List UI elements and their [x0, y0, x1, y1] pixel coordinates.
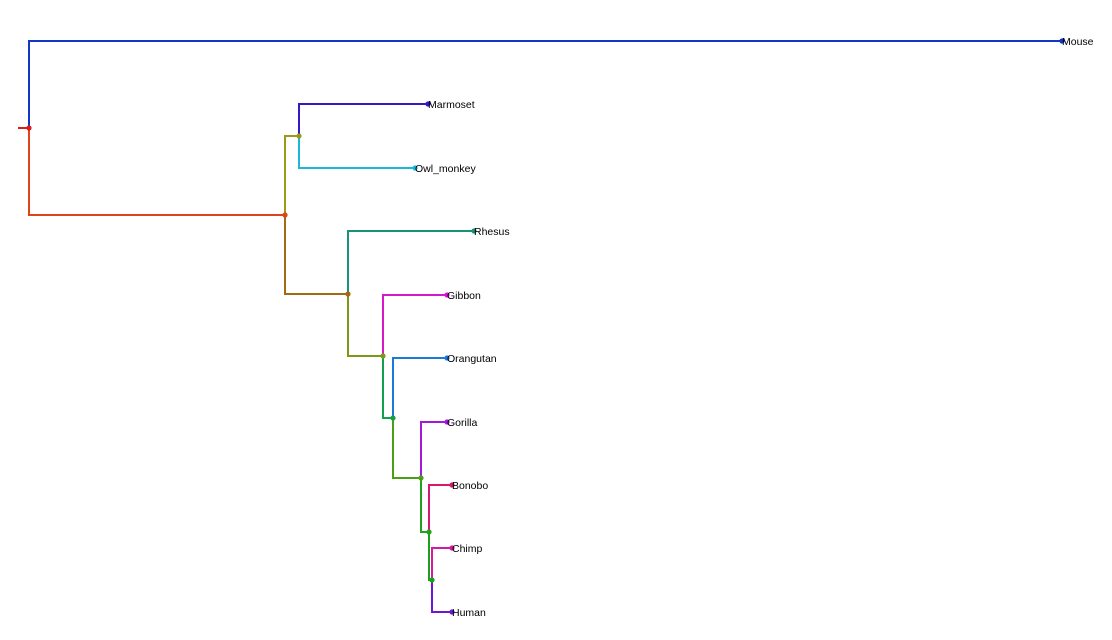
leaf-label-rhesus: Rhesus [474, 226, 510, 238]
leaf-node-owl-monkey[interactable] [412, 165, 418, 171]
leaf-node-gorilla[interactable] [444, 419, 450, 425]
branch-mouse [28, 40, 1063, 129]
branch-primates [28, 127, 286, 216]
leaf-label-chimp: Chimp [452, 543, 483, 555]
leaf-label-gibbon: Gibbon [447, 290, 481, 302]
leaf-label-owl-monkey: Owl_monkey [415, 163, 476, 175]
internal-node-root[interactable] [26, 125, 32, 131]
internal-node-platyrrhini[interactable] [296, 133, 302, 139]
leaf-label-gorilla: Gorilla [447, 417, 478, 429]
branch-platyrrhini [284, 135, 300, 216]
internal-node-hominini[interactable] [426, 529, 432, 535]
branch-gibbon [382, 294, 448, 357]
leaf-node-marmoset[interactable] [425, 101, 431, 107]
branch-gorilla [420, 421, 448, 479]
internal-node-hominidae[interactable] [390, 415, 396, 421]
leaf-label-marmoset: Marmoset [428, 99, 475, 111]
leaf-label-human: Human [452, 607, 486, 619]
internal-node-homininae[interactable] [418, 475, 424, 481]
leaf-node-mouse[interactable] [1059, 38, 1065, 44]
leaf-node-rhesus[interactable] [471, 228, 477, 234]
leaf-label-orangutan: Orangutan [447, 353, 497, 365]
leaf-label-bonobo: Bonobo [452, 480, 488, 492]
branch-chimp [431, 547, 453, 581]
leaf-node-chimp[interactable] [449, 545, 455, 551]
branch-owl-monkey [298, 135, 416, 169]
leaf-label-mouse: Mouse [1062, 36, 1094, 48]
internal-node-primates[interactable] [282, 212, 288, 218]
branch-human [431, 579, 453, 613]
branch-catarrhini [284, 214, 349, 295]
branch-hominidae [382, 355, 394, 419]
branch-marmoset [298, 103, 429, 137]
branch-hominoidea [347, 293, 384, 357]
leaf-node-gibbon[interactable] [444, 292, 450, 298]
leaf-node-orangutan[interactable] [444, 355, 450, 361]
branch-homininae [392, 417, 422, 479]
internal-node-hominoidea[interactable] [380, 353, 386, 359]
leaf-node-bonobo[interactable] [449, 482, 455, 488]
branch-orangutan [392, 357, 448, 419]
internal-node-pan-human[interactable] [429, 577, 435, 583]
internal-node-catarrhini[interactable] [345, 291, 351, 297]
leaf-node-human[interactable] [449, 609, 455, 615]
branch-hominini [420, 477, 430, 533]
branch-bonobo [428, 484, 453, 533]
branch-rhesus [347, 230, 475, 295]
